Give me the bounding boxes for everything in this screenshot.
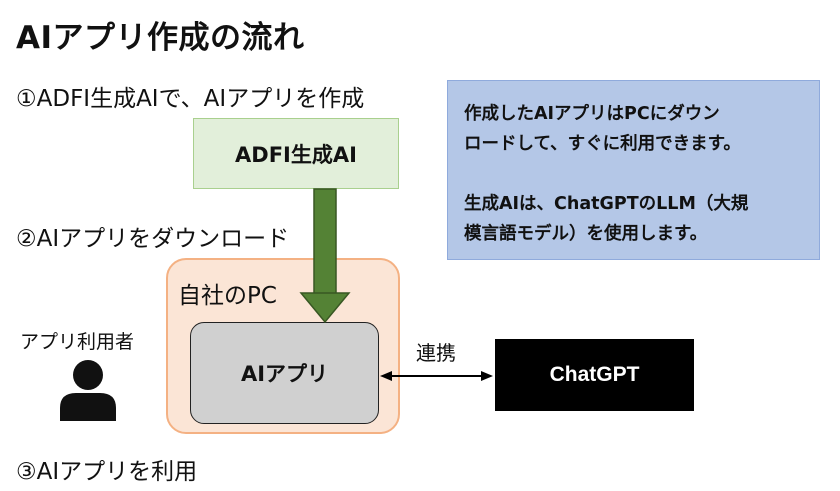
user-label: アプリ利用者 [20, 331, 135, 353]
note-line-2: ロードして、すぐに利用できます。 [464, 134, 741, 154]
page-title: AIアプリ作成の流れ [16, 20, 305, 56]
note-line-3: 生成AIは、ChatGPTのLLM（大規 [464, 194, 749, 214]
adfi-box: ADFI生成AI [193, 118, 399, 189]
person-icon [60, 360, 116, 421]
note-box: 作成したAIアプリはPCにダウン ロードして、すぐに利用できます。 生成AIは、… [447, 80, 820, 260]
ai-app-label: AIアプリ [240, 362, 329, 386]
note-line-1: 作成したAIアプリはPCにダウン [464, 104, 720, 124]
link-label: 連携 [416, 341, 456, 365]
chatgpt-box: ChatGPT [495, 339, 694, 411]
download-arrow [299, 188, 351, 324]
pc-label: 自社のPC [178, 283, 277, 309]
step-3-text: ③AIアプリを利用 [16, 459, 198, 485]
note-line-4: 模言語モデル）を使用します。 [464, 224, 708, 244]
chatgpt-label: ChatGPT [549, 363, 640, 386]
step-2-text: ②AIアプリをダウンロード [16, 226, 290, 252]
ai-app-box: AIアプリ [190, 322, 379, 424]
link-arrow [380, 371, 493, 381]
step-1-text: ①ADFI生成AIで、AIアプリを作成 [16, 86, 365, 112]
adfi-box-label: ADFI生成AI [235, 142, 357, 167]
